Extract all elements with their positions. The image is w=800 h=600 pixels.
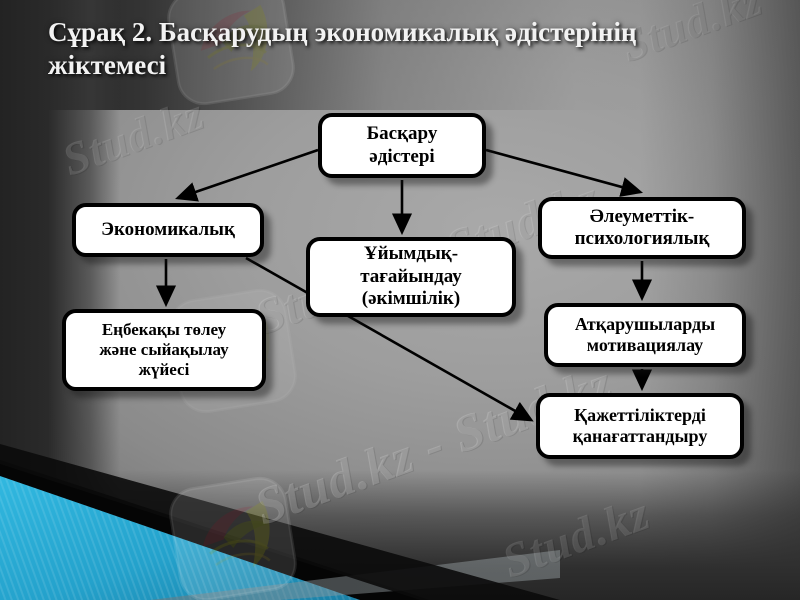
slide-title: Сұрақ 2. Басқарудың экономикалық әдістер… <box>48 17 637 81</box>
node-uiymdyq-tagaiyndau[interactable]: Ұйымдық-тағайындау(әкімшілік) <box>306 237 516 317</box>
node-ekonomikalyq[interactable]: Экономикалық <box>72 203 264 257</box>
decorative-diagonal-ribbon <box>0 430 560 600</box>
bird-leaf-logo-icon-tertiary <box>164 471 303 600</box>
bird-leaf-logo-icon <box>162 0 301 111</box>
node-aleumettik-psihologiyalyq[interactable]: Әлеуметтік-психологиялық <box>538 197 746 259</box>
